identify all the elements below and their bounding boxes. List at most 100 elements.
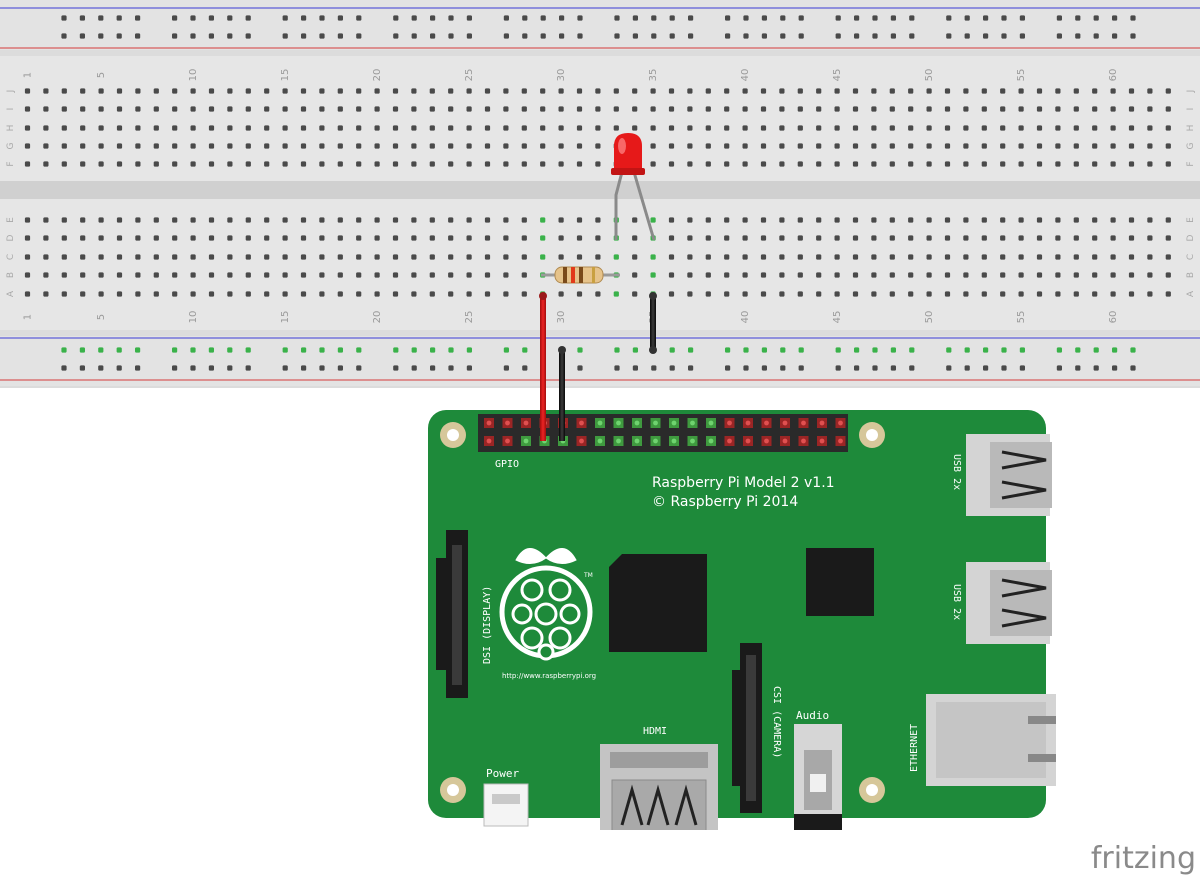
breadboard-hole[interactable] [595,217,601,223]
breadboard-hole[interactable] [1055,217,1061,223]
breadboard-hole[interactable] [816,272,822,278]
breadboard-hole[interactable] [835,15,841,21]
breadboard-hole[interactable] [798,365,804,371]
breadboard-hole[interactable] [1036,106,1043,112]
breadboard-hole[interactable] [797,106,803,112]
breadboard-hole[interactable] [909,15,915,21]
breadboard-hole[interactable] [946,347,952,353]
breadboard-hole[interactable] [448,125,454,131]
breadboard-hole[interactable] [190,15,196,21]
breadboard-hole[interactable] [725,15,731,21]
breadboard-hole[interactable] [43,291,49,297]
breadboard-hole[interactable] [816,235,822,241]
breadboard-hole[interactable] [688,33,694,39]
breadboard-hole[interactable] [190,125,196,131]
breadboard-hole[interactable] [779,161,785,167]
breadboard-hole[interactable] [705,272,711,278]
breadboard-hole[interactable] [835,33,841,39]
breadboard-hole[interactable] [797,161,803,167]
breadboard-hole[interactable] [503,291,509,297]
breadboard-hole[interactable] [724,217,730,223]
breadboard-hole[interactable] [392,125,399,131]
breadboard-hole[interactable] [135,235,141,241]
breadboard-hole[interactable] [705,291,711,297]
breadboard-hole[interactable] [705,235,711,241]
breadboard-hole[interactable] [1147,143,1153,149]
breadboard-hole[interactable] [245,106,251,112]
breadboard-hole[interactable] [429,161,435,167]
breadboard-hole[interactable] [816,217,822,223]
breadboard-hole[interactable] [963,125,969,131]
breadboard-hole[interactable] [742,254,748,260]
breadboard-hole[interactable] [356,217,362,223]
breadboard-hole[interactable] [135,291,141,297]
breadboard-hole[interactable] [1018,291,1024,297]
breadboard-hole[interactable] [890,15,896,21]
breadboard-hole[interactable] [780,33,786,39]
breadboard-hole[interactable] [1128,291,1135,297]
breadboard-hole[interactable] [319,88,325,94]
breadboard-hole[interactable] [1093,365,1099,371]
breadboard-hole[interactable] [79,33,85,39]
breadboard-hole[interactable] [1055,272,1061,278]
breadboard-hole[interactable] [319,272,325,278]
breadboard-hole[interactable] [282,15,288,21]
breadboard-hole[interactable] [1130,347,1136,353]
breadboard-hole[interactable] [172,88,178,94]
breadboard-hole[interactable] [392,235,399,241]
breadboard-hole[interactable] [98,235,104,241]
breadboard-hole[interactable] [429,125,435,131]
breadboard-hole[interactable] [24,106,31,112]
breadboard-hole[interactable] [798,15,804,21]
breadboard-hole[interactable] [392,88,399,94]
breadboard-hole[interactable] [116,143,123,149]
breadboard-hole[interactable] [944,106,951,112]
breadboard-hole[interactable] [1073,88,1079,94]
resistor[interactable] [541,266,620,284]
breadboard-hole[interactable] [43,143,49,149]
breadboard-hole[interactable] [725,33,731,39]
breadboard-hole[interactable] [834,272,840,278]
breadboard-hole[interactable] [61,217,67,223]
breadboard-hole[interactable] [98,254,104,260]
breadboard-hole[interactable] [227,125,233,131]
breadboard-hole[interactable] [1147,235,1153,241]
breadboard-hole[interactable] [816,291,822,297]
breadboard-hole[interactable] [429,143,435,149]
breadboard-hole[interactable] [227,235,233,241]
breadboard-hole[interactable] [1093,15,1099,21]
breadboard-hole[interactable] [558,143,564,149]
breadboard-hole[interactable] [1073,217,1079,223]
breadboard-hole[interactable] [172,161,178,167]
breadboard-hole[interactable] [981,143,987,149]
breadboard-hole[interactable] [981,161,987,167]
breadboard-hole[interactable] [779,291,785,297]
breadboard-hole[interactable] [448,33,454,39]
breadboard-hole[interactable] [484,125,491,131]
breadboard-hole[interactable] [576,106,583,112]
breadboard-hole[interactable] [1165,217,1171,223]
breadboard-hole[interactable] [761,15,767,21]
breadboard-hole[interactable] [282,254,288,260]
breadboard-hole[interactable] [172,15,178,21]
breadboard-hole[interactable] [521,88,527,94]
breadboard-hole[interactable] [153,217,159,223]
breadboard-hole[interactable] [190,88,196,94]
breadboard-hole[interactable] [411,291,417,297]
breadboard-hole[interactable] [871,235,877,241]
breadboard-hole[interactable] [61,33,67,39]
breadboard-hole[interactable] [834,161,840,167]
breadboard-hole[interactable] [466,347,472,353]
breadboard-hole[interactable] [80,291,86,297]
breadboard-hole[interactable] [282,161,288,167]
breadboard-hole[interactable] [687,88,693,94]
breadboard-hole[interactable] [356,235,362,241]
breadboard-hole[interactable] [1018,106,1024,112]
breadboard-hole[interactable] [963,272,969,278]
breadboard-hole[interactable] [668,88,675,94]
breadboard-hole[interactable] [300,161,307,167]
breadboard-hole[interactable] [1000,217,1006,223]
breadboard-hole[interactable] [650,125,656,131]
breadboard-hole[interactable] [724,161,730,167]
breadboard-hole[interactable] [80,254,86,260]
